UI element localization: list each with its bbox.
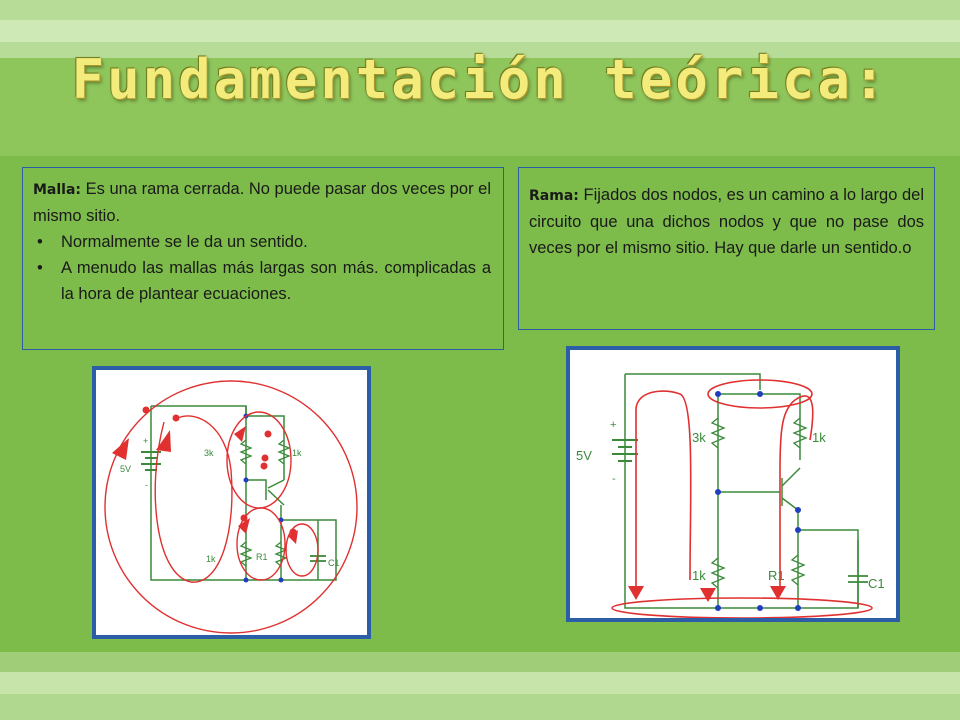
r-top-right-label: 1k: [292, 448, 302, 458]
mesh-circuit-diagram: 5V + - 3k 1k 1k R1 C1: [92, 366, 371, 639]
title-band: [0, 58, 960, 156]
resistor-icons: [239, 439, 291, 567]
rama-textbox: Rama: Fijados dos nodos, es un camino a …: [518, 167, 935, 330]
capacitor-icon: [848, 575, 868, 583]
footer-band-3: [0, 694, 960, 720]
header-band-top: [0, 0, 960, 20]
rama-trailing: o: [902, 239, 912, 257]
r-bottom-right-label: R1: [256, 552, 268, 562]
slide-title: Fundamentación teórica:: [71, 48, 889, 111]
malla-paragraph: Malla: Es una rama cerrada. No puede pas…: [33, 176, 491, 229]
capacitor-label: C1: [328, 558, 340, 568]
rama-term: Rama:: [529, 188, 579, 204]
bullet-text: A menudo las mallas más largas son más. …: [61, 259, 491, 303]
capacitor-label: C1: [868, 576, 885, 591]
battery-icon: [612, 439, 638, 462]
list-item: • Normalmente se le da un sentido.: [33, 229, 491, 255]
r-bottom-left-label: 1k: [692, 568, 706, 583]
header-band-mid: [0, 42, 960, 58]
r-top-left-label: 3k: [692, 430, 706, 445]
branch-arrow-icons: [628, 586, 786, 602]
branch-annotations: [611, 379, 873, 619]
malla-bullet-list: • Normalmente se le da un sentido. • A men…: [33, 229, 491, 307]
r-top-left-label: 3k: [204, 448, 214, 458]
node-dots: [715, 391, 801, 611]
footer-band-1: [0, 652, 960, 672]
branch-circuit-svg: 5V + - 3k 1k 1k R1 C1: [576, 373, 885, 619]
malla-textbox: Malla: Es una rama cerrada. No puede pas…: [22, 167, 504, 350]
source-label: 5V: [576, 448, 592, 463]
footer-band-2: [0, 672, 960, 694]
list-item: • A menudo las mallas más largas son más.…: [33, 255, 491, 307]
r-top-right-label: 1k: [812, 430, 826, 445]
r-bottom-left-label: 1k: [206, 554, 216, 564]
malla-term: Malla:: [33, 182, 82, 198]
mesh-circuit-svg: 5V + - 3k 1k 1k R1 C1: [104, 380, 358, 634]
header-band-light: [0, 20, 960, 42]
mesh-annotations: [104, 380, 358, 634]
rama-definition: Fijados dos nodos, es un camino a lo lar…: [529, 186, 924, 257]
resistor-icons: [710, 417, 808, 589]
bullet-text: Normalmente se le da un sentido.: [61, 233, 308, 251]
mesh-arrow-icons: [112, 406, 298, 544]
r-bottom-right-label: R1: [768, 568, 785, 583]
minus-label: -: [612, 473, 616, 485]
branch-circuit-diagram: 5V + - 3k 1k 1k R1 C1: [566, 346, 900, 622]
source-label: 5V: [120, 464, 131, 474]
malla-definition: Es una rama cerrada. No puede pasar dos …: [33, 180, 492, 225]
plus-label: +: [610, 419, 616, 431]
minus-label: -: [145, 480, 148, 490]
bullet-symbol: •: [37, 259, 43, 277]
circuit-wires: [624, 373, 859, 609]
plus-label: +: [143, 436, 148, 446]
bullet-symbol: •: [37, 233, 43, 251]
